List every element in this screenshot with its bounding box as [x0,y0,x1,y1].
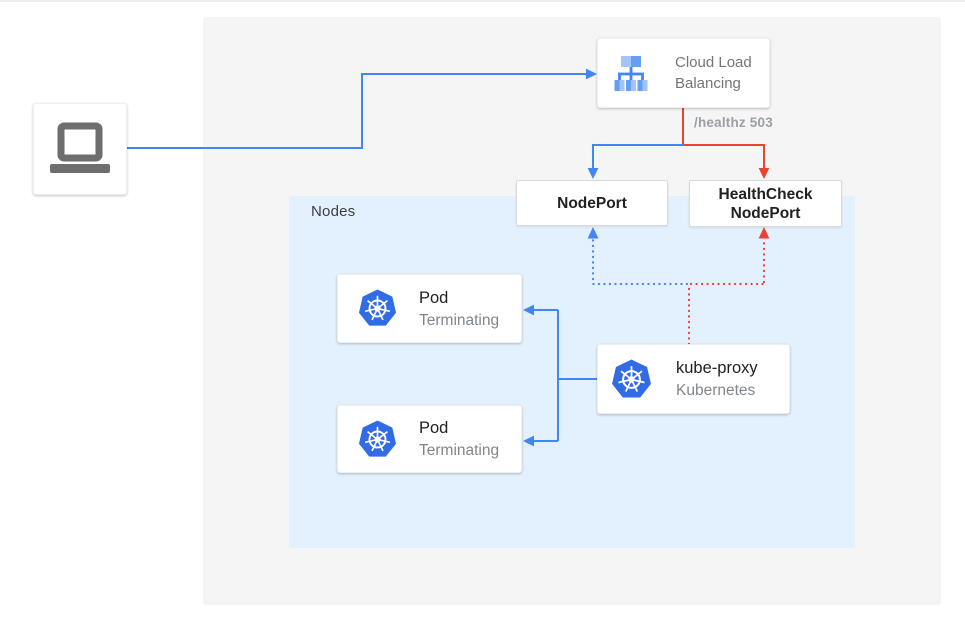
client-node [33,103,127,195]
cloud-load-balancing-label: Cloud Load Balancing [675,54,752,92]
nodeport-node: NodePort [516,180,668,226]
nodes-group-label: Nodes [311,203,356,220]
kubernetes-icon [611,358,652,401]
pod-title: Pod [419,288,449,307]
kube-proxy-subtitle: Kubernetes [676,382,756,399]
kube-proxy-title: kube-proxy [676,359,758,377]
pod-node-1: Pod Terminating [337,274,522,343]
healthcheck-nodeport-label: HealthCheck NodePort [718,185,813,222]
top-border-line [0,0,965,2]
kube-proxy-node: kube-proxy Kubernetes [597,344,790,414]
laptop-icon [47,120,113,178]
nodeport-label: NodePort [557,194,627,212]
healthz-edge-label: /healthz 503 [694,115,773,130]
cloud-load-balancing-icon [613,55,649,91]
kubernetes-icon [358,419,397,460]
kubernetes-icon [358,288,397,329]
pod-node-2: Pod Terminating [337,405,522,473]
cloud-load-balancing-node: Cloud Load Balancing [597,38,770,108]
pod-status: Terminating [419,442,500,459]
healthcheck-nodeport-node: HealthCheck NodePort [689,180,842,227]
pod-status: Terminating [419,311,500,329]
pod-title: Pod [419,419,449,437]
